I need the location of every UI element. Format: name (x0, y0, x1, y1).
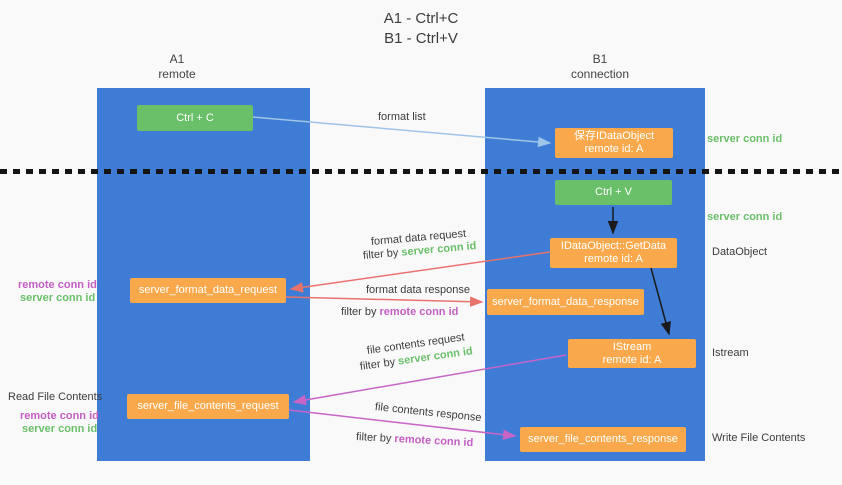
node-istream: IStream remote id: A (568, 339, 696, 368)
lane-right-name: B1 (592, 52, 608, 66)
dotted-divider (0, 169, 842, 174)
filter-by-text-2: filter by (341, 306, 380, 318)
filter-remote-conn-id-2: remote conn id (394, 433, 474, 450)
node-format-response: server_format_data_response (487, 289, 644, 315)
lane-header-left: A1 remote (97, 52, 257, 82)
lane-left-name: A1 (169, 52, 185, 66)
label-read-file-contents: Read File Contents (8, 391, 103, 403)
arrow-format-data-response (285, 296, 484, 307)
node-format-response-label: server_format_data_response (492, 295, 639, 308)
node-istream-line1: IStream (612, 340, 652, 353)
filter-by-text-4: filter by (355, 431, 395, 446)
label-write-file-contents: Write File Contents (712, 432, 806, 444)
label-istream: Istream (712, 347, 749, 359)
flow-label-format-data-response: format data response (366, 284, 470, 296)
node-ctrl-v-label: Ctrl + V (595, 186, 632, 198)
label-server-conn-id-mid: server conn id (707, 211, 783, 223)
node-format-request: server_format_data_request (130, 278, 286, 303)
node-format-request-label: server_format_data_request (138, 284, 278, 296)
node-save-dataobject: 保存IDataObject remote id: A (555, 128, 673, 158)
node-ctrl-c: Ctrl + C (137, 105, 253, 131)
flow-label-file-contents-response: file contents response (374, 401, 483, 425)
label-dataobject: DataObject (712, 246, 768, 258)
node-getdata: IDataObject::GetData remote id: A (550, 238, 677, 268)
lane-header-right: B1 connection (485, 52, 715, 82)
node-ctrl-c-label: Ctrl + C (176, 111, 214, 124)
node-file-response-label: server_file_contents_response (528, 433, 678, 445)
lane-right-sub: connection (570, 67, 630, 81)
node-file-request: server_file_contents_request (127, 394, 289, 419)
lane-left-sub: remote (158, 67, 196, 81)
filter-remote-conn-id-1: remote conn id (379, 306, 459, 318)
diagram-title-line1: A1 - Ctrl+C (383, 10, 459, 27)
node-ctrl-v: Ctrl + V (555, 180, 672, 205)
node-istream-line2: remote id: A (602, 353, 662, 366)
label-format-server-conn-id: server conn id (20, 292, 96, 304)
label-format-remote-conn-id: remote conn id (18, 279, 97, 291)
diagram-title-line2: B1 - Ctrl+V (384, 30, 458, 47)
label-file-remote-conn-id: remote conn id (20, 410, 99, 422)
label-file-server-conn-id: server conn id (22, 423, 98, 435)
filter-by-text-1: filter by (362, 246, 402, 262)
filter-by-text-3: filter by (359, 355, 399, 373)
flow-label-filter-file-response: filter by remote conn id (356, 431, 474, 449)
node-file-response: server_file_contents_response (520, 427, 686, 452)
node-save-dataobject-line2: remote id: A (584, 143, 644, 155)
node-getdata-line2: remote id: A (584, 253, 643, 265)
flow-label-format-list: format list (378, 111, 426, 123)
node-save-dataobject-line1: 保存IDataObject (573, 130, 655, 142)
flow-label-filter-format-response: filter by remote conn id (341, 306, 458, 318)
label-server-conn-id-top: server conn id (707, 133, 783, 145)
node-file-request-label: server_file_contents_request (137, 400, 279, 412)
node-getdata-line1: IDataObject::GetData (560, 240, 667, 252)
